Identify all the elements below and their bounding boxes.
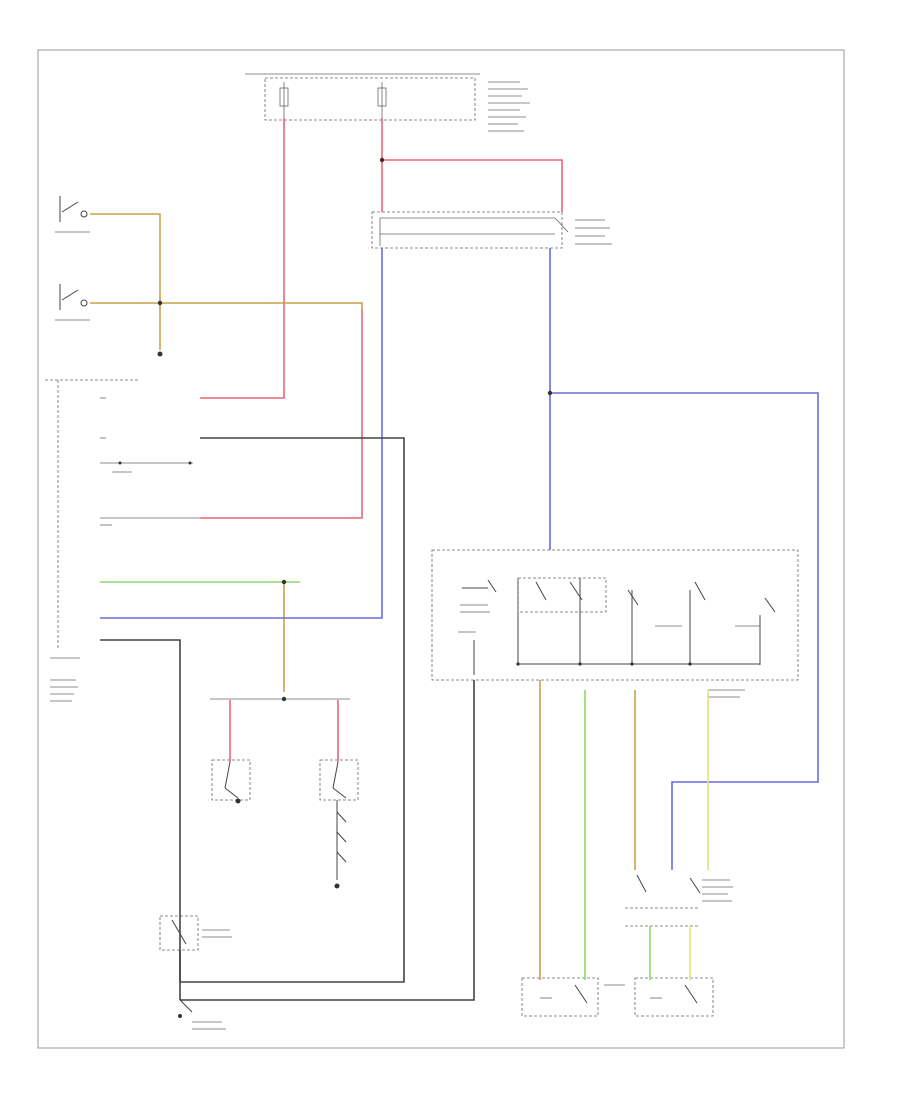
diagram-border bbox=[37, 49, 845, 1049]
ground-junction bbox=[157, 351, 163, 357]
actuator-right bbox=[319, 759, 359, 801]
bcm-pins bbox=[100, 397, 200, 526]
window-motor-left bbox=[521, 977, 625, 1017]
actuator-left bbox=[211, 759, 251, 804]
fuse-box bbox=[245, 73, 480, 121]
wires-yellow bbox=[689, 690, 709, 980]
door-switch-lower bbox=[159, 915, 232, 951]
power-window-main-switch bbox=[431, 549, 799, 698]
window-master-switch-top bbox=[371, 211, 612, 249]
door-switch-bottom bbox=[178, 999, 226, 1030]
courtesy-switch-top bbox=[55, 196, 90, 233]
window-motor-right bbox=[634, 977, 714, 1017]
key-switch-chain bbox=[334, 800, 347, 889]
courtesy-switch-bottom bbox=[55, 284, 90, 321]
body-control-module bbox=[45, 379, 140, 702]
wires-red bbox=[200, 118, 563, 762]
passenger-window-switch bbox=[625, 874, 733, 927]
wires-green bbox=[100, 581, 651, 980]
fuse-box-description bbox=[488, 81, 530, 132]
junctions bbox=[157, 157, 553, 702]
wires-blue bbox=[100, 248, 819, 870]
wires-black bbox=[100, 437, 475, 1001]
